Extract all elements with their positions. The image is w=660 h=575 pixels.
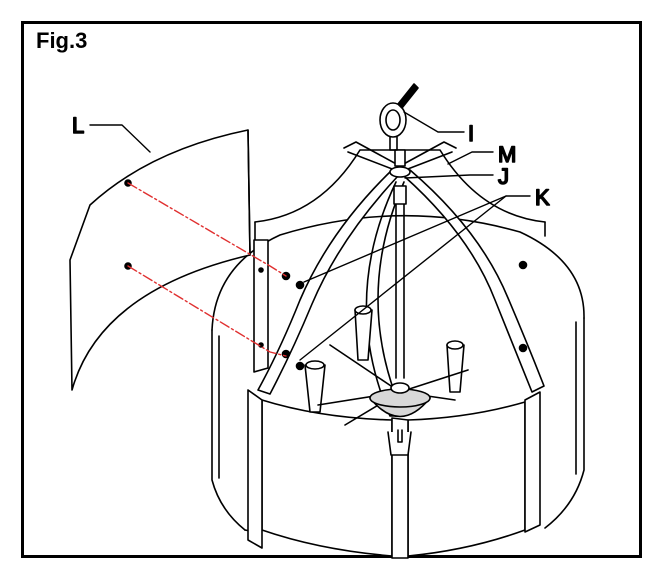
figure-title: Fig.3 bbox=[36, 28, 88, 53]
callout-J: J bbox=[498, 164, 509, 189]
hub-bowl bbox=[369, 382, 431, 443]
screws bbox=[281, 271, 305, 371]
shade-rivets bbox=[518, 260, 528, 353]
callout-M: M bbox=[498, 142, 516, 167]
callout-I: I bbox=[468, 121, 474, 146]
leader-K-lower bbox=[299, 195, 507, 361]
leader-J bbox=[404, 174, 494, 179]
shade-cylinder bbox=[211, 214, 585, 533]
hanging-loop bbox=[379, 83, 419, 151]
leader-M bbox=[447, 151, 494, 165]
front-shade-panels bbox=[247, 389, 541, 559]
leader-I bbox=[403, 111, 465, 133]
side-panel-L bbox=[69, 129, 251, 391]
leader-L bbox=[89, 124, 151, 153]
callout-L: L bbox=[72, 113, 84, 138]
screw-lower-2 bbox=[295, 361, 305, 371]
center-stem bbox=[389, 149, 411, 379]
screw-alignment-lines bbox=[127, 182, 287, 357]
leader-lines bbox=[89, 111, 531, 361]
callout-K: K bbox=[535, 185, 550, 210]
mounting-bracket bbox=[253, 239, 269, 373]
screw-upper-2 bbox=[295, 280, 305, 290]
